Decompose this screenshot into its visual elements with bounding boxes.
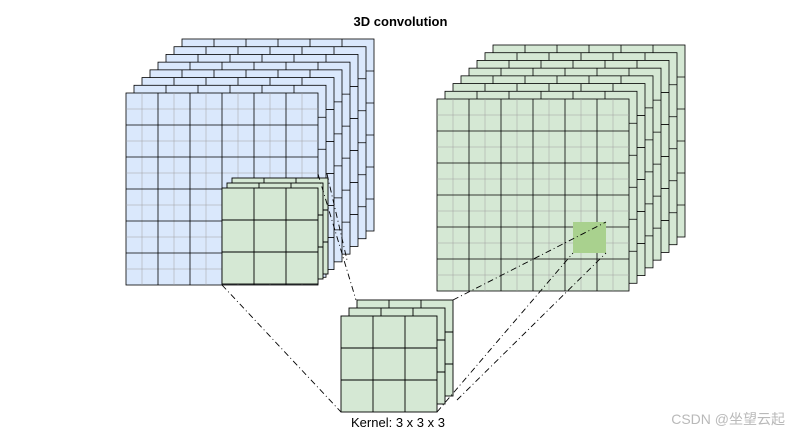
kernel-caption: Kernel: 3 x 3 x 3 bbox=[351, 415, 445, 430]
output-cell-highlight bbox=[573, 222, 606, 253]
projection-lines bbox=[221, 173, 607, 413]
projection-line bbox=[221, 284, 342, 413]
projection-line bbox=[456, 252, 607, 401]
output-volume bbox=[436, 44, 686, 292]
input-volume bbox=[125, 38, 375, 286]
kernel-layer bbox=[340, 315, 438, 413]
projection-line bbox=[326, 173, 348, 261]
projection-line bbox=[436, 252, 574, 413]
kernel-stack bbox=[340, 299, 454, 413]
projection-line bbox=[317, 173, 357, 301]
projection-line bbox=[452, 221, 607, 301]
receptive-field-layer-face bbox=[221, 187, 319, 285]
kernel-layer-face bbox=[340, 315, 438, 413]
diagram-title: 3D convolution bbox=[353, 14, 448, 29]
watermark: CSDN @坐望云起 bbox=[671, 411, 785, 427]
receptive-field-layer bbox=[221, 187, 319, 285]
output-layer bbox=[436, 98, 630, 292]
